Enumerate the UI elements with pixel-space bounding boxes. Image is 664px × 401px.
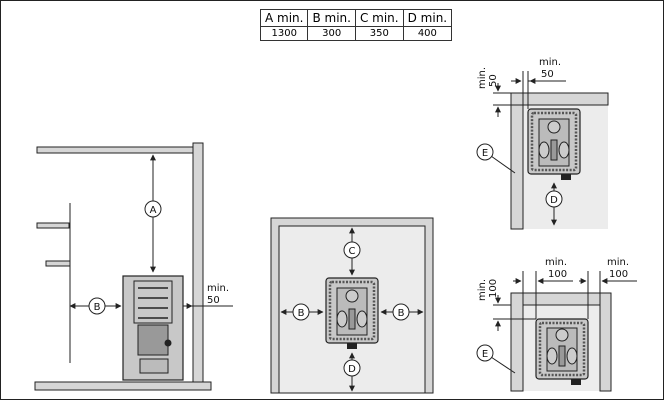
niche-v-value: 100	[488, 279, 499, 298]
heater-plan-niche	[535, 318, 589, 385]
heater-plan-center	[325, 277, 379, 349]
corner-top-v-value: 50	[488, 74, 499, 87]
corner-top-h-value: 50	[541, 69, 554, 80]
niche-e-circle	[476, 344, 494, 362]
side-floor	[34, 381, 212, 391]
niche-v-min: min.	[477, 279, 488, 301]
niche-left-min: min.	[545, 257, 567, 268]
corner-plan-view-top: min. 50 min. 50 E D	[476, 57, 609, 230]
clearance-table-value-row: 1300 300 350 400	[259, 26, 453, 41]
dim-b-left-label: B	[298, 308, 305, 319]
dim-b-label-side: B	[94, 302, 101, 313]
clearance-table-header-row: A min. B min. C min. D min.	[259, 9, 453, 27]
dim-c-circle	[343, 241, 361, 259]
dim-d-top-label: D	[550, 195, 558, 206]
corner-top-e-circle	[476, 143, 494, 161]
niche-wall-back	[510, 292, 612, 306]
niche-wall-right	[599, 292, 612, 392]
clearance-table: A min. B min. C min. D min. 1300 300 350…	[259, 9, 453, 41]
corner-top-wall-side	[510, 92, 524, 230]
dim-b-left-circle	[292, 303, 310, 321]
corner-top-e-label: E	[482, 148, 488, 159]
bench-upper	[36, 222, 70, 229]
dim-b-right-label: B	[398, 308, 405, 319]
niche-e-label: E	[482, 349, 488, 360]
dim-d-center-label: D	[348, 364, 356, 375]
value-d-min: 400	[402, 26, 453, 41]
dim-b-circle-side	[88, 297, 106, 315]
value-a-min: 1300	[259, 26, 309, 41]
heater-plan-corner-top	[527, 108, 581, 180]
dim-d-center-circle	[343, 359, 361, 377]
center-plan-view: C B B D	[270, 217, 434, 394]
corner-top-h-min: min.	[539, 57, 561, 68]
side-wall	[192, 142, 204, 384]
heater-side	[122, 275, 184, 381]
niche-wall-left	[510, 292, 524, 392]
value-b-min: 300	[307, 26, 356, 41]
side-view: A B min. 50	[34, 142, 233, 391]
dim-wall-gap-value: 50	[207, 295, 220, 306]
niche-right-value: 100	[609, 269, 628, 280]
corner-top-wall-back	[510, 92, 609, 106]
niche-right-min: min.	[607, 257, 629, 268]
dim-c-label: C	[349, 246, 356, 257]
dim-a-label: A	[150, 205, 157, 216]
dim-b-right-circle	[392, 303, 410, 321]
bench-lower	[45, 260, 71, 267]
dim-d-top-circle	[545, 190, 563, 208]
niche-left-value: 100	[548, 269, 567, 280]
dim-wall-gap-min: min.	[207, 283, 229, 294]
niche-plan-view-bottom: min. 100 min. 100 min. 100 E	[476, 257, 637, 392]
side-ceiling	[36, 146, 196, 154]
corner-top-v-min: min.	[477, 67, 488, 89]
dim-a-circle	[144, 200, 162, 218]
value-c-min: 350	[354, 26, 404, 41]
